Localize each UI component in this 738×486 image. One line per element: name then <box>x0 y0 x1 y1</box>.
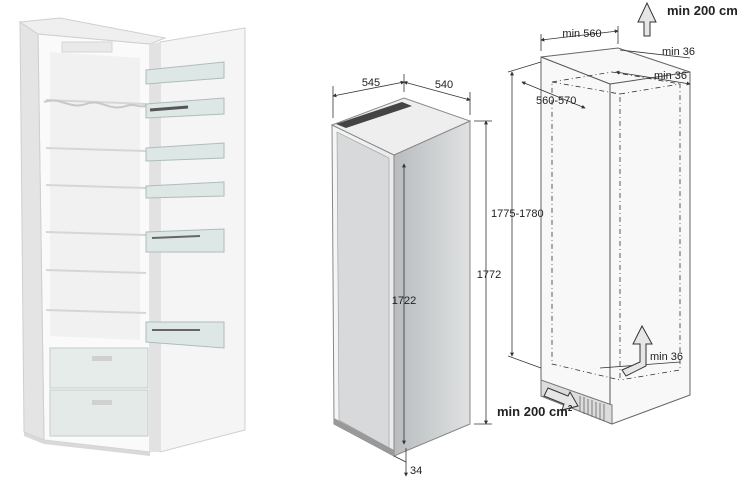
airflow-bottom-arrow-icon <box>543 387 579 411</box>
airflow-up-arrow-icon <box>637 1 657 37</box>
vent-top-label: min 200 cm2 <box>667 3 738 18</box>
vent-bottom-label: min 200 cm2 <box>497 404 573 419</box>
door-balconies <box>145 61 225 349</box>
fridge-photo <box>18 17 246 456</box>
dim-width: 545 <box>362 77 380 89</box>
appliance-dimension-drawing: 545 540 1772 1722 34 <box>330 74 501 477</box>
dim-gap-top: min 36 <box>662 46 695 58</box>
dim-niche-width: min 560 <box>562 28 601 40</box>
airflow-inner-arrow-icon <box>621 324 653 377</box>
dim-height-total: 1772 <box>477 269 501 281</box>
fridge-shelves <box>45 99 147 314</box>
dim-niche-height: 1775-1780 <box>491 208 544 220</box>
crisper-drawers <box>49 347 149 437</box>
dim-depth: 540 <box>435 79 453 91</box>
dim-bottom-gap: 34 <box>410 465 422 477</box>
dim-gap-bottom: min 36 <box>650 351 683 363</box>
dim-height-door: 1722 <box>392 295 416 307</box>
dim-niche-depth: 560-570 <box>536 95 576 107</box>
vent-grille <box>579 396 605 421</box>
niche-dimension-drawing: min 560 min 36 min 36 560-570 1775-1780 … <box>491 1 738 425</box>
dim-gap-back: min 36 <box>654 70 687 82</box>
